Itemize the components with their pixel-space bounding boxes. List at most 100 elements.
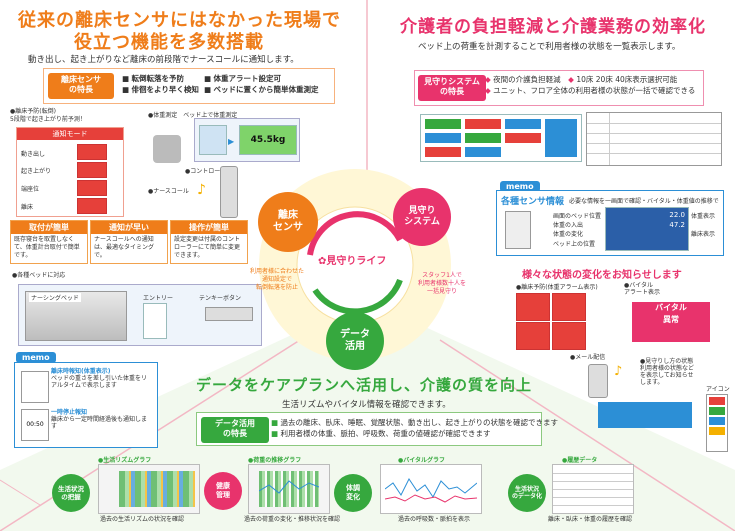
sensor-label: 画面のベッド位置 bbox=[553, 213, 602, 220]
mode-pictogram bbox=[77, 162, 107, 178]
q2-feature: ◆ ユニット、フロア全体の利用者様の状態が一括で確認できる bbox=[485, 86, 696, 95]
weight-trend-chart bbox=[248, 464, 330, 514]
mode-row-label: 端座位 bbox=[21, 186, 40, 193]
q3-feature: ■ 過去の離床、臥床、睡眠、覚醒状態、動き出し、起き上がりの状態を確認できます bbox=[271, 418, 558, 427]
arrow-icon: ▶ bbox=[228, 137, 235, 146]
alert-pictogram bbox=[552, 322, 586, 350]
nursecall-label: ●ナースコール bbox=[148, 188, 189, 195]
q3-feature-label: データ活用 の特長 bbox=[201, 417, 269, 443]
pillar-text: 設定変更は付属のコントローラーにて簡単に変更できます。 bbox=[174, 236, 241, 259]
bed-tile bbox=[465, 147, 501, 157]
controller-label: ●コントローラー bbox=[185, 168, 233, 175]
memo-item-text: ベッドの重さを差し引いた体重をリアルタイムで表示します bbox=[51, 375, 148, 389]
side-label-life: 生活状況 の把握 bbox=[52, 474, 90, 512]
q1-title-line1: 従来の離床センサにはなかった現場で bbox=[18, 10, 341, 31]
q3-subtitle: 生活リズムやバイタル情報を確認できます。 bbox=[282, 400, 451, 410]
q3-feature: ■ 利用者様の体重、脈拍、呼吸数、荷重の値確認が確認できます bbox=[271, 429, 491, 438]
icon-legend-column bbox=[706, 394, 728, 452]
q1-pillars: 取付が簡単 既存寝台を取置しなくて、体重計台取付で簡単です。 通知が早い ナース… bbox=[10, 220, 250, 264]
change-label: ●バイタル アラート表示 bbox=[624, 282, 661, 296]
bell-icon: ♪ bbox=[197, 182, 206, 198]
q1-memo-tag: memo bbox=[16, 352, 56, 363]
q1-title-line2: 役立つ機能を多数搭載 bbox=[74, 32, 264, 53]
q2-memo-tag: memo bbox=[500, 181, 540, 192]
bed-tile bbox=[425, 119, 461, 129]
chart-caption: 過去の荷重の変化・推移状況を確認 bbox=[244, 516, 341, 523]
center-note-left: 利用者様に合わせた 通知設定で 転倒転落を防止 bbox=[250, 268, 305, 291]
q1-feature-list-left: ■ 転倒転落を予防 ■ 俳徊をより早く検知 bbox=[122, 73, 212, 95]
weight-caption: ●体重測定 ベッド上で体重測定 bbox=[148, 112, 238, 119]
chart-caption: 過去の生活リズムの状況を確認 bbox=[100, 516, 185, 523]
status-note: ●見守りし方の状態 利用者様の状態など を表示してお知らせ します。 bbox=[640, 358, 695, 386]
bubble-monitoring: 見守り システム bbox=[393, 188, 451, 246]
status-screen bbox=[598, 402, 692, 428]
memo-item-title: 離床時報知(体重表示) bbox=[51, 368, 111, 375]
bed-tile bbox=[465, 133, 501, 143]
chart-caption: 過去の呼吸数・脈拍を表示 bbox=[398, 516, 471, 523]
icon-table bbox=[586, 112, 722, 166]
sensor-label: 体重表示 bbox=[691, 213, 716, 220]
controller-device-icon bbox=[220, 166, 238, 218]
pillar-title: 通知が早い bbox=[91, 221, 167, 234]
chart-title: ●生活リズムグラフ bbox=[98, 457, 152, 464]
mode-table: 通知モード 動き出し 起き上がり 端座位 離床 bbox=[16, 127, 124, 217]
bed-tile bbox=[505, 119, 541, 129]
sensor-info-title: 各種センサ情報 bbox=[501, 197, 565, 207]
mode-row-label: 起き上がり bbox=[21, 168, 52, 175]
pillar-card: 取付が簡単 既存寝台を取置しなくて、体重計台取付で簡単です。 bbox=[10, 220, 88, 264]
pillar-card: 通知が早い ナースコールへの通知は、最適なタイミングで。 bbox=[90, 220, 168, 264]
logo: ✿見守りライフ bbox=[318, 256, 387, 267]
monitor-list-screen bbox=[420, 114, 582, 162]
q3-feature-panel: データ活用 の特長 ■ 過去の離床、臥床、睡眠、覚醒状態、動き出し、起き上がりの… bbox=[196, 412, 558, 446]
chart-caption: 離床・臥床・体重の履歴を確認 bbox=[548, 516, 633, 523]
keypad-device bbox=[205, 307, 253, 321]
memo-item-title: 一時停止報知 bbox=[51, 409, 88, 416]
mode-row-label: 離床 bbox=[21, 204, 34, 211]
sensor-label: ベッド上の位置 bbox=[553, 241, 596, 248]
q2-subtitle: ベッド上の荷重を計測することで利用者様の状態を一覧表示します。 bbox=[418, 42, 681, 52]
sensor-value: 47.2 bbox=[669, 221, 685, 229]
controller-screen bbox=[199, 125, 227, 155]
bed-tile bbox=[465, 119, 501, 129]
q1-memo-panel: 離床時報知(体重表示) ベッドの重さを差し引いた体重をリアルタイムで表示します … bbox=[14, 362, 158, 448]
sensor-screen: 22.0 47.2 bbox=[605, 207, 689, 251]
sensor-label: 体重の入出 bbox=[553, 222, 584, 229]
memo-item-text: 離床から一定時間経過後も通知します bbox=[51, 416, 148, 430]
scale-device-icon bbox=[153, 135, 181, 163]
bubble-data: データ 活用 bbox=[326, 312, 384, 370]
entry-device bbox=[143, 303, 167, 339]
weight-display: 45.5kg bbox=[239, 125, 297, 155]
bed-tile bbox=[425, 133, 461, 143]
chart-title: ●履歴データ bbox=[562, 457, 598, 464]
q2-feature-panel: 見守りシステム の特長 ◆ 夜間の介護負担軽減 ◆ 10床 20床 40床表示選… bbox=[414, 70, 704, 106]
q1-feature-list-right: ■ 体重アラート設定可 ■ ベッドに置くから簡単体重測定 bbox=[204, 73, 332, 95]
sensor-info-sub: 必要な情報を一画面で確認・バイタル・体重値の推移で確認できます。 bbox=[569, 198, 719, 205]
changes-title: 様々な状態の変化をお知らせします bbox=[522, 270, 682, 281]
bed-tile bbox=[545, 119, 577, 157]
life-rhythm-chart bbox=[98, 464, 200, 514]
pillar-text: ナースコールへの通知は、最適なタイミングで。 bbox=[94, 236, 155, 259]
chart-title: ●荷重の推移グラフ bbox=[248, 457, 302, 464]
vital-chart bbox=[380, 464, 482, 514]
mode-pictogram bbox=[77, 144, 107, 160]
bed-tile bbox=[505, 133, 541, 143]
mode-pictogram bbox=[77, 180, 107, 196]
vital-alert-screen: バイタル 異常 bbox=[632, 302, 710, 342]
alert-pictogram bbox=[552, 293, 586, 321]
side-label-change: 体調 変化 bbox=[334, 474, 372, 512]
center-note-right: スタッフ1人で 利用者様数十人を 一括見守り bbox=[418, 272, 467, 295]
q1-feature: ■ 俳徊をより早く検知 bbox=[122, 85, 199, 94]
q1-feature-label: 離床センサ の特長 bbox=[48, 73, 114, 99]
sensor-value: 22.0 bbox=[669, 211, 685, 219]
q1-feature: ■ 体重アラート設定可 bbox=[204, 74, 281, 83]
side-label-health: 健康 管理 bbox=[204, 472, 242, 510]
icon-legend-label: アイコン bbox=[706, 386, 730, 393]
q2-title: 介護者の負担軽減と介護業務の効率化 bbox=[400, 17, 706, 37]
sensor-label: 離床表示 bbox=[691, 231, 716, 238]
q1-feature: ■ ベッドに置くから簡単体重測定 bbox=[204, 85, 319, 94]
q3-feature-list: ■ 過去の離床、臥床、睡眠、覚醒状態、動き出し、起き上がりの状態を確認できます … bbox=[271, 417, 558, 439]
bed-caption: ●各種ベッドに対応 bbox=[12, 272, 66, 279]
sensor-device-icon bbox=[505, 211, 531, 249]
mode-row-label: 動き出し bbox=[21, 151, 46, 158]
